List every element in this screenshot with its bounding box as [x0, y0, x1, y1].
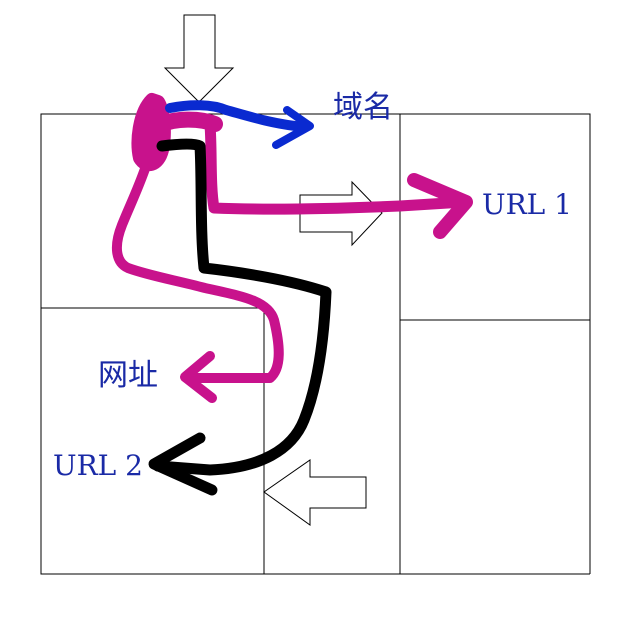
label-url1: URL 1	[482, 188, 572, 221]
label-address: 网址	[98, 358, 158, 393]
magenta-path-to-address	[111, 155, 284, 383]
magenta-arrowhead-url1	[407, 173, 473, 239]
hand-drawn-strokes	[111, 93, 473, 496]
right-top-box	[399, 113, 591, 321]
text-labels: 域名 URL 1 网址 URL 2	[53, 90, 572, 482]
label-domain: 域名	[333, 90, 393, 125]
magenta-path-to-url1	[204, 119, 470, 215]
outer-left-box	[40, 113, 401, 575]
blue-arrowhead-domain	[272, 106, 314, 149]
black-arrowhead-url2	[148, 432, 218, 496]
magenta-arrowhead-address	[180, 351, 217, 403]
label-url2: URL 2	[53, 449, 143, 482]
black-path-to-url2	[152, 138, 332, 476]
panel-outlines	[40, 113, 591, 575]
left-arrow-icon	[263, 459, 367, 526]
blue-path-to-domain	[165, 100, 309, 132]
down-arrow-icon	[163, 14, 235, 103]
